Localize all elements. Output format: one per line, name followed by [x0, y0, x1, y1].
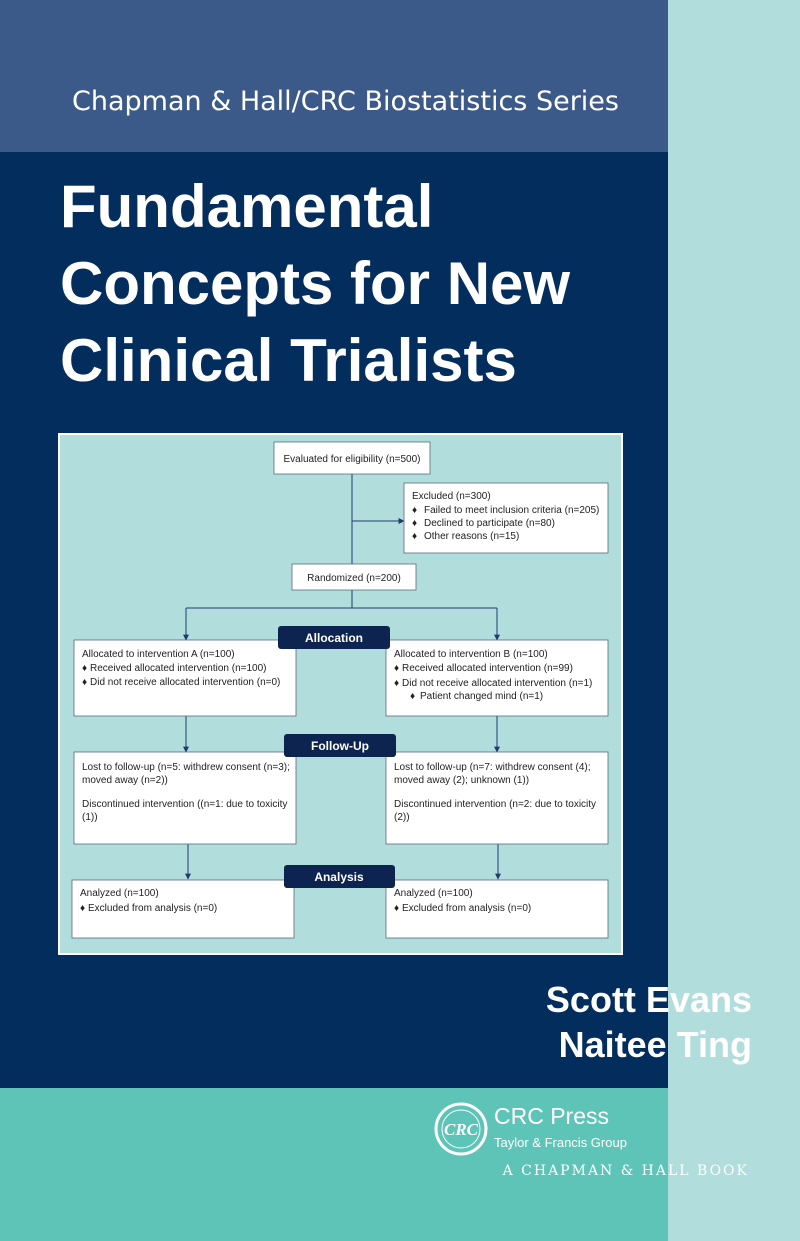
allocation-b-box: Allocated to intervention B (n=100) ♦ Re…	[385, 639, 609, 717]
title-line-2: Concepts for New	[60, 250, 571, 317]
series-title: Chapman & Hall/CRC Biostatistics Series	[72, 86, 619, 117]
publisher-band	[0, 1088, 668, 1241]
svg-text:(2)): (2))	[394, 812, 410, 823]
svg-text:Failed to meet inclusion crite: Failed to meet inclusion criteria (n=205…	[424, 505, 599, 516]
excluded-box: Excluded (n=300) ♦ Failed to meet inclus…	[403, 482, 609, 554]
svg-text:Discontinued intervention ((n=: Discontinued intervention ((n=1: due to …	[82, 799, 287, 810]
svg-text:Excluded from analysis (n=0): Excluded from analysis (n=0)	[402, 903, 531, 914]
svg-text:Received allocated interventio: Received allocated intervention (n=100)	[90, 663, 267, 674]
svg-text:Declined to participate (n=80): Declined to participate (n=80)	[424, 518, 555, 529]
svg-text:♦: ♦	[412, 505, 417, 516]
svg-text:Evaluated for eligibility (n=5: Evaluated for eligibility (n=500)	[283, 454, 420, 465]
publisher-imprint: A CHAPMAN & HALL BOOK	[502, 1163, 749, 1179]
book-authors: Scott Evans Naitee Ting	[546, 977, 752, 1067]
followup-a-box: Lost to follow-up (n=5: withdrew consent…	[73, 751, 297, 845]
title-line-1: Fundamental	[60, 173, 434, 240]
svg-text:♦: ♦	[410, 691, 415, 702]
eligibility-box: Evaluated for eligibility (n=500)	[273, 441, 431, 475]
svg-text:Analysis: Analysis	[314, 870, 364, 884]
svg-text:♦: ♦	[82, 677, 87, 688]
svg-text:(1)): (1))	[82, 812, 98, 823]
svg-text:Allocated to intervention B (n: Allocated to intervention B (n=100)	[394, 649, 548, 660]
svg-text:moved away (2); unknown (1)): moved away (2); unknown (1))	[394, 775, 529, 786]
publisher-name: CRC Press	[494, 1103, 610, 1129]
stage-label-analysis: Analysis	[284, 865, 395, 888]
randomized-box: Randomized (n=200)	[291, 563, 417, 591]
svg-text:Did not receive allocated inte: Did not receive allocated intervention (…	[90, 677, 280, 688]
svg-text:moved away (n=2)): moved away (n=2))	[82, 775, 168, 786]
book-spine	[668, 0, 800, 1241]
svg-text:♦: ♦	[82, 663, 87, 674]
svg-text:Analyzed (n=100): Analyzed (n=100)	[394, 888, 473, 899]
svg-text:Discontinued intervention (n=2: Discontinued intervention (n=2: due to t…	[394, 799, 596, 810]
stage-label-allocation: Allocation	[278, 626, 390, 649]
svg-text:Received allocated interventio: Received allocated intervention (n=99)	[402, 663, 573, 674]
series-band: Chapman & Hall/CRC Biostatistics Series	[0, 0, 668, 152]
stage-label-follow-up: Follow-Up	[284, 734, 396, 757]
svg-text:♦: ♦	[80, 903, 85, 914]
svg-text:Allocated to intervention A (n: Allocated to intervention A (n=100)	[82, 649, 235, 660]
flow-connectors	[183, 474, 501, 880]
title-line-3: Clinical Trialists	[60, 327, 517, 394]
svg-text:CRC: CRC	[444, 1120, 479, 1139]
svg-text:Randomized (n=200): Randomized (n=200)	[307, 573, 401, 584]
svg-text:Lost to follow-up (n=5: withdr: Lost to follow-up (n=5: withdrew consent…	[82, 762, 290, 773]
svg-text:Did not receive allocated inte: Did not receive allocated intervention (…	[402, 678, 592, 689]
analysis-b-box: Analyzed (n=100) ♦ Excluded from analysi…	[385, 879, 609, 939]
publisher-group: Taylor & Francis Group	[494, 1135, 627, 1150]
svg-text:♦: ♦	[412, 531, 417, 542]
svg-text:Lost to follow-up (n=7: withdr: Lost to follow-up (n=7: withdrew consent…	[394, 762, 590, 773]
svg-text:♦: ♦	[394, 663, 399, 674]
author-name: Scott Evans	[545, 979, 752, 1020]
svg-text:♦: ♦	[394, 903, 399, 914]
svg-text:Excluded (n=300): Excluded (n=300)	[412, 491, 491, 502]
svg-text:Excluded from analysis (n=0): Excluded from analysis (n=0)	[88, 903, 217, 914]
svg-text:Analyzed (n=100): Analyzed (n=100)	[80, 888, 159, 899]
svg-text:♦: ♦	[412, 518, 417, 529]
author-name: Naitee Ting	[558, 1024, 752, 1065]
svg-text:Allocation: Allocation	[305, 631, 363, 645]
followup-b-box: Lost to follow-up (n=7: withdrew consent…	[385, 751, 609, 845]
svg-text:Follow-Up: Follow-Up	[311, 739, 369, 753]
svg-text:Other reasons (n=15): Other reasons (n=15)	[424, 531, 519, 542]
crc-press-logo: CRC	[433, 1101, 489, 1157]
book-title: Fundamental Concepts for New Clinical Tr…	[60, 168, 660, 399]
svg-text:Patient changed mind (n=1): Patient changed mind (n=1)	[420, 691, 543, 702]
analysis-a-box: Analyzed (n=100) ♦ Excluded from analysi…	[71, 879, 295, 939]
svg-text:♦: ♦	[394, 678, 399, 689]
allocation-a-box: Allocated to intervention A (n=100) ♦ Re…	[73, 639, 297, 717]
consort-flow-diagram: Evaluated for eligibility (n=500) Exclud…	[58, 433, 623, 955]
